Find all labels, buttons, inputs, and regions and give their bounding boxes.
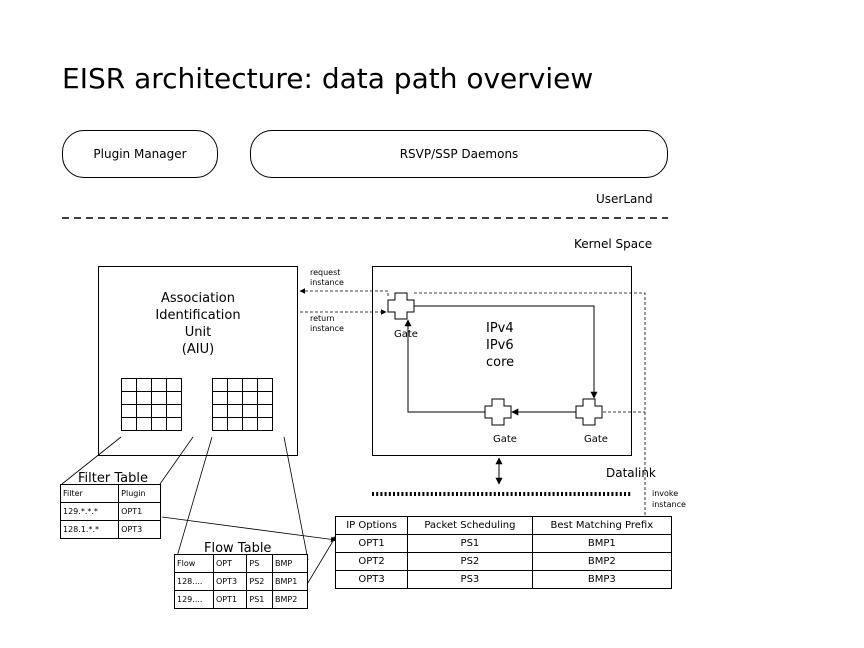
flow-zoom-right (283, 436, 309, 561)
table-cell: 129.*.*.* (59, 502, 120, 521)
flow-table-clip: Flow OPT PS BMP 128.... OPT3 PS2 BMP1 12… (174, 554, 310, 611)
plugin-manager-box: Plugin Manager (62, 130, 218, 178)
table-cell: 129.... (174, 590, 214, 609)
gate-label-right: Gate (584, 434, 608, 445)
aiu-flow-grid-icon (212, 378, 273, 431)
table-cell: OPT1 (334, 534, 409, 553)
table-row: OPT3 PS3 BMP3 (334, 570, 673, 589)
table-cell: BMP1 (531, 534, 673, 553)
table-cell: BMP2 (531, 552, 673, 571)
flow-table: Flow OPT PS BMP 128.... OPT3 PS2 BMP1 12… (174, 554, 308, 609)
column-header: IP Options (334, 516, 409, 535)
return-label-line2: instance (310, 324, 344, 333)
table-header-row: Flow OPT PS BMP (174, 554, 308, 573)
return-instance-label: return instance (310, 314, 344, 334)
table-cell: PS1 (407, 534, 533, 553)
request-instance-arrow (299, 288, 389, 296)
table-cell: OPT1 (118, 502, 161, 521)
core-label: IPv4 IPv6 core (486, 320, 514, 371)
flow-zoom-left (175, 436, 213, 561)
filter-zoom-right (159, 436, 194, 485)
gate-middle-icon (484, 398, 512, 426)
path-middle-to-top (404, 319, 485, 413)
flow-to-plugin-arrow (305, 535, 337, 587)
filter-table: Filter Plugin 129.*.*.* OPT1 128.1.*.* O… (59, 484, 161, 539)
path-top-to-right (414, 305, 598, 399)
gate-right-icon (575, 398, 603, 426)
request-label-line1: request (310, 268, 341, 277)
return-label-line1: return (310, 314, 335, 323)
daemons-box: RSVP/SSP Daemons (250, 130, 668, 178)
column-header: Best Matching Prefix (531, 516, 673, 535)
table-cell: PS1 (246, 590, 273, 609)
column-header: Flow (174, 554, 214, 573)
flow-table-title: Flow Table (204, 541, 272, 556)
request-label-line2: instance (310, 278, 344, 287)
table-cell: 128.1.*.* (59, 520, 120, 539)
datalink-label: Datalink (606, 466, 656, 480)
table-row: OPT2 PS2 BMP2 (334, 552, 673, 571)
table-cell: OPT3 (212, 572, 248, 591)
aiu-label-line2: Identification (155, 308, 241, 323)
table-header-row: Filter Plugin (59, 484, 161, 503)
plugin-manager-label: Plugin Manager (93, 147, 187, 161)
slide-title: EISR architecture: data path overview (62, 62, 594, 95)
filter-to-plugin-arrow (161, 516, 337, 543)
table-header-row: IP Options Packet Scheduling Best Matchi… (334, 516, 673, 535)
core-label-line1: IPv4 (486, 321, 514, 336)
table-cell: BMP3 (531, 570, 673, 589)
daemons-label: RSVP/SSP Daemons (399, 147, 519, 161)
userland-label: UserLand (596, 192, 653, 206)
table-cell: PS3 (407, 570, 533, 589)
column-header: BMP (272, 554, 308, 573)
table-cell: OPT2 (334, 552, 409, 571)
core-label-line2: IPv6 (486, 338, 514, 353)
gate-label-middle: Gate (493, 434, 517, 445)
aiu-label: Association Identification Unit (AIU) (98, 290, 298, 358)
column-header: OPT (212, 554, 248, 573)
table-cell: PS2 (246, 572, 273, 591)
column-header: PS (246, 554, 273, 573)
request-instance-label: request instance (310, 268, 344, 288)
table-row: 129.*.*.* OPT1 (59, 502, 161, 521)
gate-label-top: Gate (394, 329, 418, 340)
table-cell: BMP2 (272, 590, 308, 609)
table-cell: 128.... (174, 572, 214, 591)
filter-table-title: Filter Table (78, 471, 148, 486)
kernel-space-label: Kernel Space (574, 237, 653, 251)
table-row: OPT1 PS1 BMP1 (334, 534, 673, 553)
table-cell: OPT3 (118, 520, 161, 539)
filter-zoom-left (61, 436, 122, 485)
column-header: Filter (59, 484, 120, 503)
aiu-label-line1: Association (160, 291, 236, 306)
column-header: Plugin (118, 484, 161, 503)
core-label-line3: core (486, 355, 515, 370)
table-row: 129.... OPT1 PS1 BMP2 (174, 590, 308, 609)
table-cell: PS2 (407, 552, 533, 571)
column-header: Packet Scheduling (407, 516, 533, 535)
aiu-label-line3: Unit (184, 325, 212, 340)
invoke-instance-label: invoke instance (652, 488, 686, 510)
table-cell: BMP1 (272, 572, 308, 591)
table-cell: OPT3 (334, 570, 409, 589)
aiu-label-line4: (AIU) (181, 342, 215, 357)
table-row: 128.... OPT3 PS2 BMP1 (174, 572, 308, 591)
gate-top-icon (387, 292, 415, 320)
table-row: 128.1.*.* OPT3 (59, 520, 161, 539)
invoke-label-line2: instance (652, 500, 686, 509)
aiu-filter-grid-icon (121, 378, 182, 431)
invoke-label-line1: invoke (652, 489, 679, 498)
table-cell: OPT1 (212, 590, 248, 609)
plugin-table: IP Options Packet Scheduling Best Matchi… (334, 516, 673, 589)
